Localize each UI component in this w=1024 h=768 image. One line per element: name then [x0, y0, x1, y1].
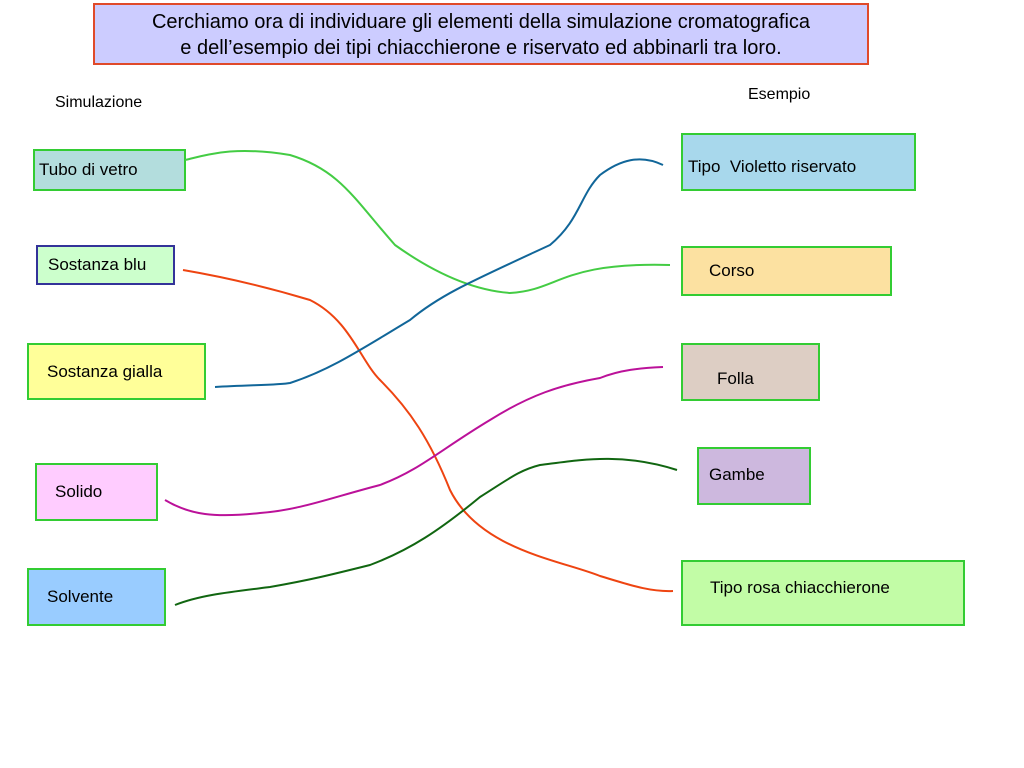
box-label: Gambe [709, 465, 765, 484]
box-sostanza-gialla[interactable]: Sostanza gialla [27, 343, 206, 400]
box-folla[interactable]: Folla [681, 343, 820, 401]
box-tubo-di-vetro[interactable]: Tubo di vetro [33, 149, 186, 191]
link-sostanza-blu-tipo-rosa [182, 269, 674, 593]
box-label: Solvente [47, 587, 114, 606]
box-label: Solido [55, 482, 103, 501]
instruction-banner: Cerchiamo ora di individuare gli element… [93, 3, 869, 65]
link-sostanza-gialla-tipo-violetto [214, 158, 664, 388]
box-corso[interactable]: Corso [681, 246, 892, 296]
link-solido-folla [164, 366, 664, 517]
instruction-line-1: Cerchiamo ora di individuare gli element… [151, 11, 811, 33]
box-sostanza-blu[interactable]: Sostanza blu [36, 245, 175, 285]
box-tipo-rosa-chiacchierone[interactable]: Tipo rosa chiacchierone [681, 560, 965, 626]
box-label: Tipo rosa chiacchierone [710, 578, 890, 597]
box-label: Folla [717, 369, 754, 388]
box-gambe[interactable]: Gambe [697, 447, 811, 505]
box-tipo-violetto-riservato[interactable]: Tipo Violetto riservato [681, 133, 916, 191]
box-label: Sostanza gialla [47, 361, 163, 381]
box-solido[interactable]: Solido [35, 463, 158, 521]
box-label: Corso [709, 261, 755, 280]
link-tubo-di-vetro-corso [184, 150, 671, 295]
link-solvente-gambe [174, 457, 678, 606]
heading-esempio: Esempio [748, 86, 811, 103]
instruction-line-2: e dell’esempio dei tipi chiacchierone e … [180, 37, 782, 59]
box-label: Tubo di vetro [39, 160, 138, 179]
box-label: Tipo Violetto riservato [688, 157, 857, 176]
box-solvente[interactable]: Solvente [27, 568, 166, 626]
heading-simulazione: Simulazione [55, 94, 143, 111]
box-label: Sostanza blu [48, 255, 147, 274]
